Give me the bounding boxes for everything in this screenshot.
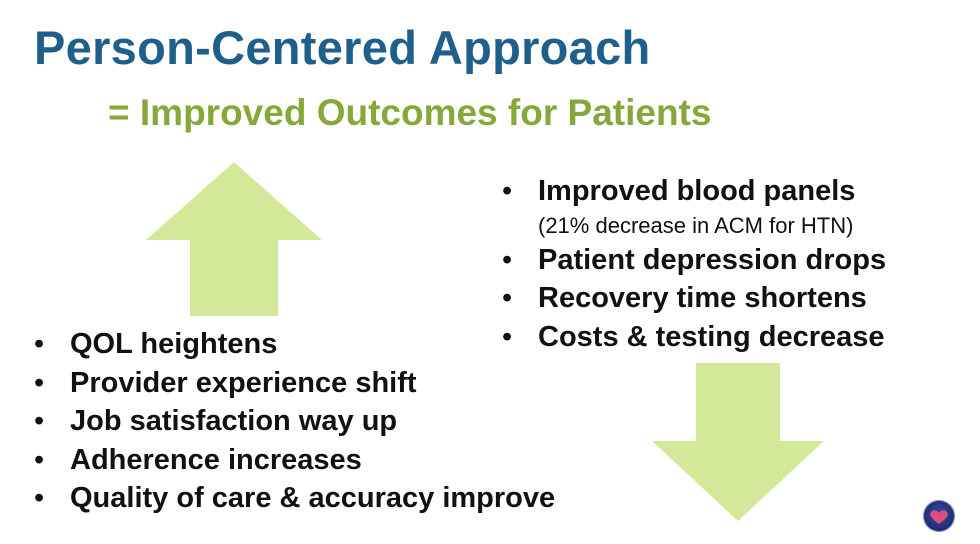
arrow-down-icon (652, 363, 824, 521)
outcomes-list: Improved blood panels (21% decrease in A… (500, 172, 886, 356)
list-item-label: Recovery time shortens (538, 282, 867, 314)
list-item-label: Job satisfaction way up (70, 405, 398, 437)
list-item-label: Costs & testing decrease (538, 320, 885, 353)
list-item: QOL heightens (32, 325, 555, 364)
list-item: Patient depression drops (500, 241, 886, 280)
heart-logo-icon (923, 500, 955, 532)
list-item: Improved blood panels (500, 172, 886, 211)
list-item: Recovery time shortens (500, 279, 886, 318)
list-item-label: QOL heightens (70, 328, 278, 360)
arrow-up-icon (146, 162, 322, 316)
list-item-label: Adherence increases (70, 443, 362, 476)
list-item-label: Patient depression drops (538, 243, 887, 276)
page-subtitle: = Improved Outcomes for Patients (108, 92, 712, 133)
list-item-label: Quality of care & accuracy improve (70, 482, 556, 514)
list-item: Adherence increases (32, 441, 555, 480)
list-item: Costs & testing decrease (500, 318, 886, 357)
list-item-note: (21% decrease in ACM for HTN) (538, 212, 854, 238)
benefits-list: QOL heightens Provider experience shift … (32, 325, 555, 518)
list-item-label: Improved blood panels (538, 175, 856, 207)
list-item: Job satisfaction way up (32, 402, 555, 441)
list-item: Provider experience shift (32, 364, 555, 403)
page-title: Person-Centered Approach (34, 21, 651, 74)
list-item: Quality of care & accuracy improve (32, 479, 555, 518)
list-item-label: Provider experience shift (70, 366, 417, 399)
